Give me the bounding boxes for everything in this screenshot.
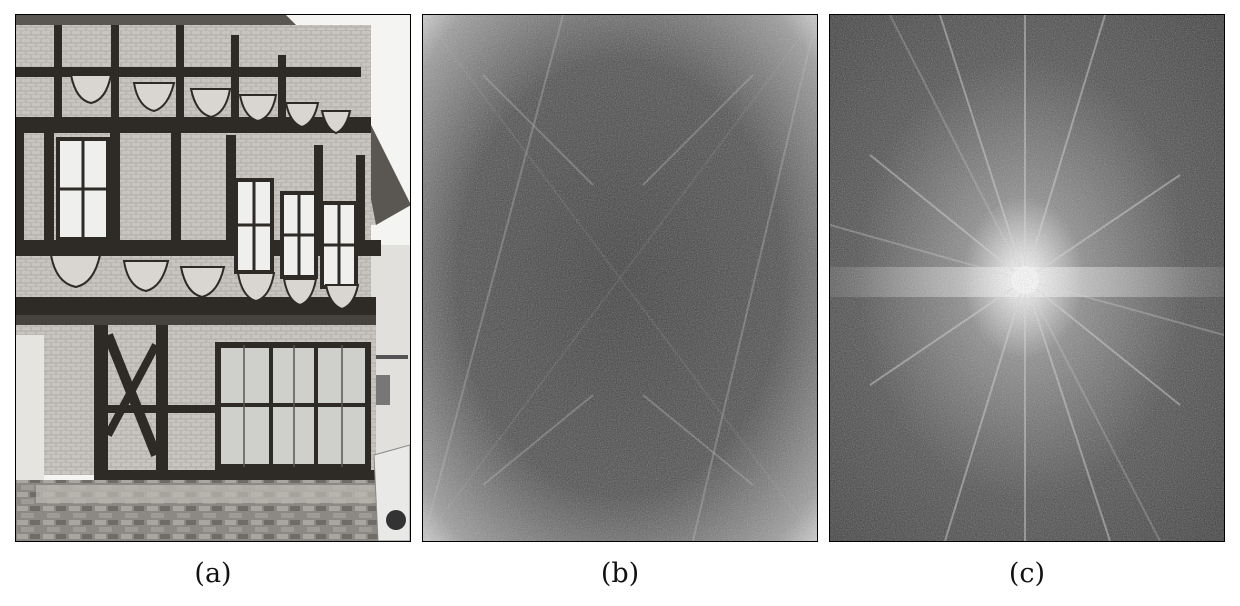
house-photo (16, 15, 410, 541)
photo-panel (15, 14, 411, 542)
spectrum-uncentered-image (423, 15, 817, 541)
caption-a: (a) (194, 558, 232, 589)
caption-c: (c) (1008, 558, 1046, 589)
caption-b: (b) (600, 558, 640, 589)
spectrum-uncentered-panel (422, 14, 818, 542)
spectrum-centered-panel (829, 14, 1225, 542)
spectrum-centered-image (830, 15, 1224, 541)
